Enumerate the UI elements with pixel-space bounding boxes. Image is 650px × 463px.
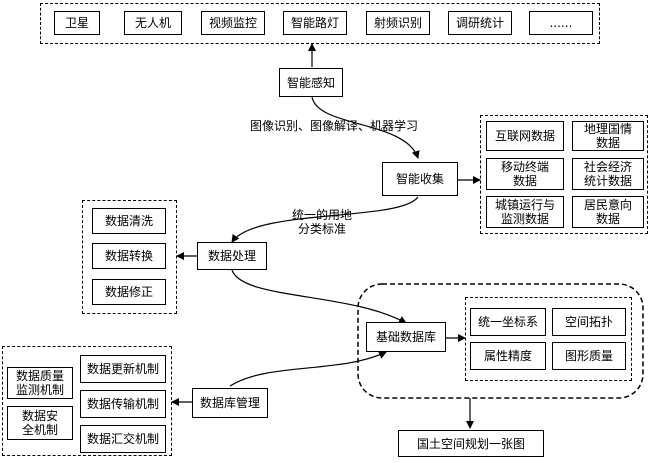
mech-data-aggregation: 数据汇交机制 <box>80 425 166 453</box>
sensor-survey-statistics: 调研统计 <box>448 11 512 35</box>
sensor-more: ...... <box>529 11 593 35</box>
attr-attribute-precision: 属性精度 <box>470 342 546 370</box>
attr-graphic-quality: 图形质量 <box>552 342 626 370</box>
sensing-edge-label: 图像识别、图像解译、机器学习 <box>250 119 419 133</box>
smart-sensing-node: 智能感知 <box>279 68 343 97</box>
sensor-satellite: 卫星 <box>54 11 100 35</box>
arrow-collection-to-processing <box>231 196 419 243</box>
sensor-smart-streetlight: 智能路灯 <box>283 11 347 35</box>
final-output-node: 国土空间规划一张图 <box>398 430 544 457</box>
source-socioeconomic: 社会经济 统计数据 <box>572 158 644 190</box>
mechanisms-group <box>2 346 172 456</box>
mech-data-update: 数据更新机制 <box>80 355 166 383</box>
db-management-node: 数据库管理 <box>192 388 268 418</box>
source-resident-intention: 居民意向 数据 <box>572 196 644 228</box>
data-source-group <box>480 115 648 234</box>
source-internet: 互联网数据 <box>486 121 564 151</box>
source-national-geography: 地理国情 数据 <box>572 121 644 151</box>
source-urban-operation: 城镇运行与 监测数据 <box>486 196 564 228</box>
processing-steps-group <box>82 200 177 314</box>
mech-data-security: 数据安 全机制 <box>7 406 73 440</box>
classification-label: 统一的用地 分类标准 <box>292 208 353 236</box>
step-data-correction: 数据修正 <box>92 279 166 305</box>
sensor-video-surveillance: 视频监控 <box>201 11 265 35</box>
arrow-sensing-to-collection <box>311 96 420 159</box>
sensor-drone: 无人机 <box>124 11 182 35</box>
step-data-cleaning: 数据清洗 <box>92 208 166 234</box>
data-processing-node: 数据处理 <box>197 242 267 270</box>
database-group-frame <box>357 283 644 399</box>
source-mobile-terminal: 移动终端 数据 <box>486 158 564 190</box>
sensor-rfid: 射频识别 <box>366 11 430 35</box>
arrow-management-to-database <box>229 351 387 387</box>
arrow-processing-to-database <box>231 269 407 324</box>
step-data-conversion: 数据转换 <box>92 243 166 269</box>
db-attributes-group <box>465 297 632 381</box>
attr-unified-coordinates: 统一坐标系 <box>470 308 546 336</box>
mech-quality-monitoring: 数据质量 监测机制 <box>7 367 73 399</box>
mech-data-transmission: 数据传输机制 <box>80 390 166 418</box>
smart-collection-node: 智能收集 <box>382 162 458 196</box>
base-database-node: 基础数据库 <box>366 322 446 352</box>
attr-spatial-topology: 空间拓扑 <box>552 308 626 336</box>
sensor-group <box>40 3 600 44</box>
